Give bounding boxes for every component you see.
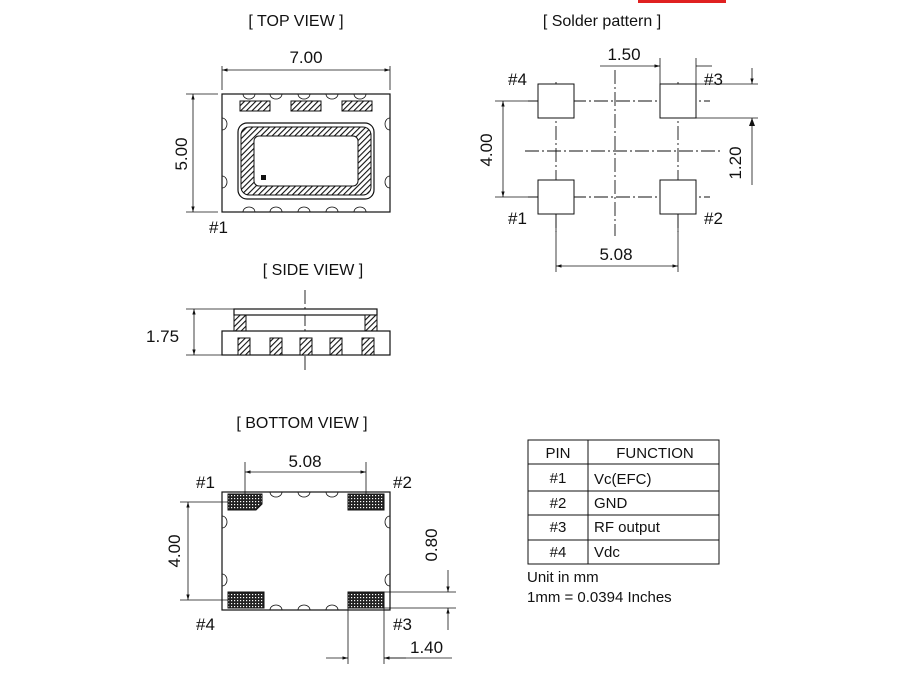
side-height-dim: 1.75 [146,327,179,346]
solder-pitch-x-dim: 1.50 [607,45,640,64]
bottom-pad-1 [227,493,263,511]
table-header-pin: PIN [545,445,570,462]
table-cell-pin: #3 [550,519,567,536]
solder-pin4-label: #4 [508,70,527,89]
top-pad-3 [341,100,373,112]
table-cell-pin: #2 [550,495,567,512]
solder-pin2-label: #2 [704,209,723,228]
solder-pad-3 [659,83,697,119]
top-pad-1 [239,100,271,112]
bottom-package-body [221,491,391,611]
bottom-span-x-dim: 5.08 [288,452,321,471]
pin-function-table: PIN FUNCTION #1 Vc(EFC) #2 GND #3 RF out… [527,439,720,565]
top-view-title: [ TOP VIEW ] [248,13,343,30]
top-width-dim: 7.00 [289,48,322,67]
bottom-pin1-label: #1 [196,473,215,492]
top-view: [ TOP VIEW ] 7.00 5.00 [172,13,391,237]
bottom-span-y-dim: 4.00 [165,534,184,567]
solder-span-y-dim: 4.00 [477,133,496,166]
accent-bar [638,0,726,3]
solder-span-x-dim: 5.08 [599,245,632,264]
pin1-dot-icon [261,175,266,180]
bottom-pin2-label: #2 [393,473,412,492]
solder-pattern-view: [ Solder pattern ] 1.50 4.00 1.20 [477,13,758,272]
side-view: [ SIDE VIEW ] 1.75 [146,262,391,372]
solder-pad-4 [537,83,575,119]
bottom-view: [ BOTTOM VIEW ] 5.08 4.00 0.80 [165,415,456,664]
side-view-title: [ SIDE VIEW ] [263,262,363,279]
solder-pad-dim: 1.20 [726,146,745,179]
table-cell-function: Vc(EFC) [594,471,652,488]
conversion-note: 1mm = 0.0394 Inches [527,589,672,606]
bottom-pad-4 [227,591,265,609]
solder-pin3-label: #3 [704,70,723,89]
top-pad-2 [290,100,322,112]
bottom-pad-w-dim: 1.40 [410,638,443,657]
table-cell-function: Vdc [594,544,620,561]
top-lid-outline [237,122,375,200]
bottom-pin4-label: #4 [196,615,215,634]
bottom-view-title: [ BOTTOM VIEW ] [236,415,367,432]
top-lid-seal-ring [240,126,372,196]
solder-pattern-title: [ Solder pattern ] [543,13,661,30]
bottom-pad-2 [347,493,385,511]
solder-pin1-label: #1 [508,209,527,228]
bottom-pin3-label: #3 [393,615,412,634]
table-cell-function: GND [594,495,628,512]
bottom-pad-h-dim: 0.80 [422,528,441,561]
solder-pad-2 [659,179,697,215]
table-cell-pin: #1 [550,470,567,487]
top-height-dim: 5.00 [172,137,191,170]
unit-note: Unit in mm [527,569,599,586]
bottom-pad-3 [347,591,385,609]
table-cell-function: RF output [594,519,661,536]
solder-pad-1 [537,179,575,215]
top-pin1-label: #1 [209,218,228,237]
table-cell-pin: #4 [550,544,567,561]
table-header-function: FUNCTION [616,445,694,462]
side-lid [233,308,378,316]
